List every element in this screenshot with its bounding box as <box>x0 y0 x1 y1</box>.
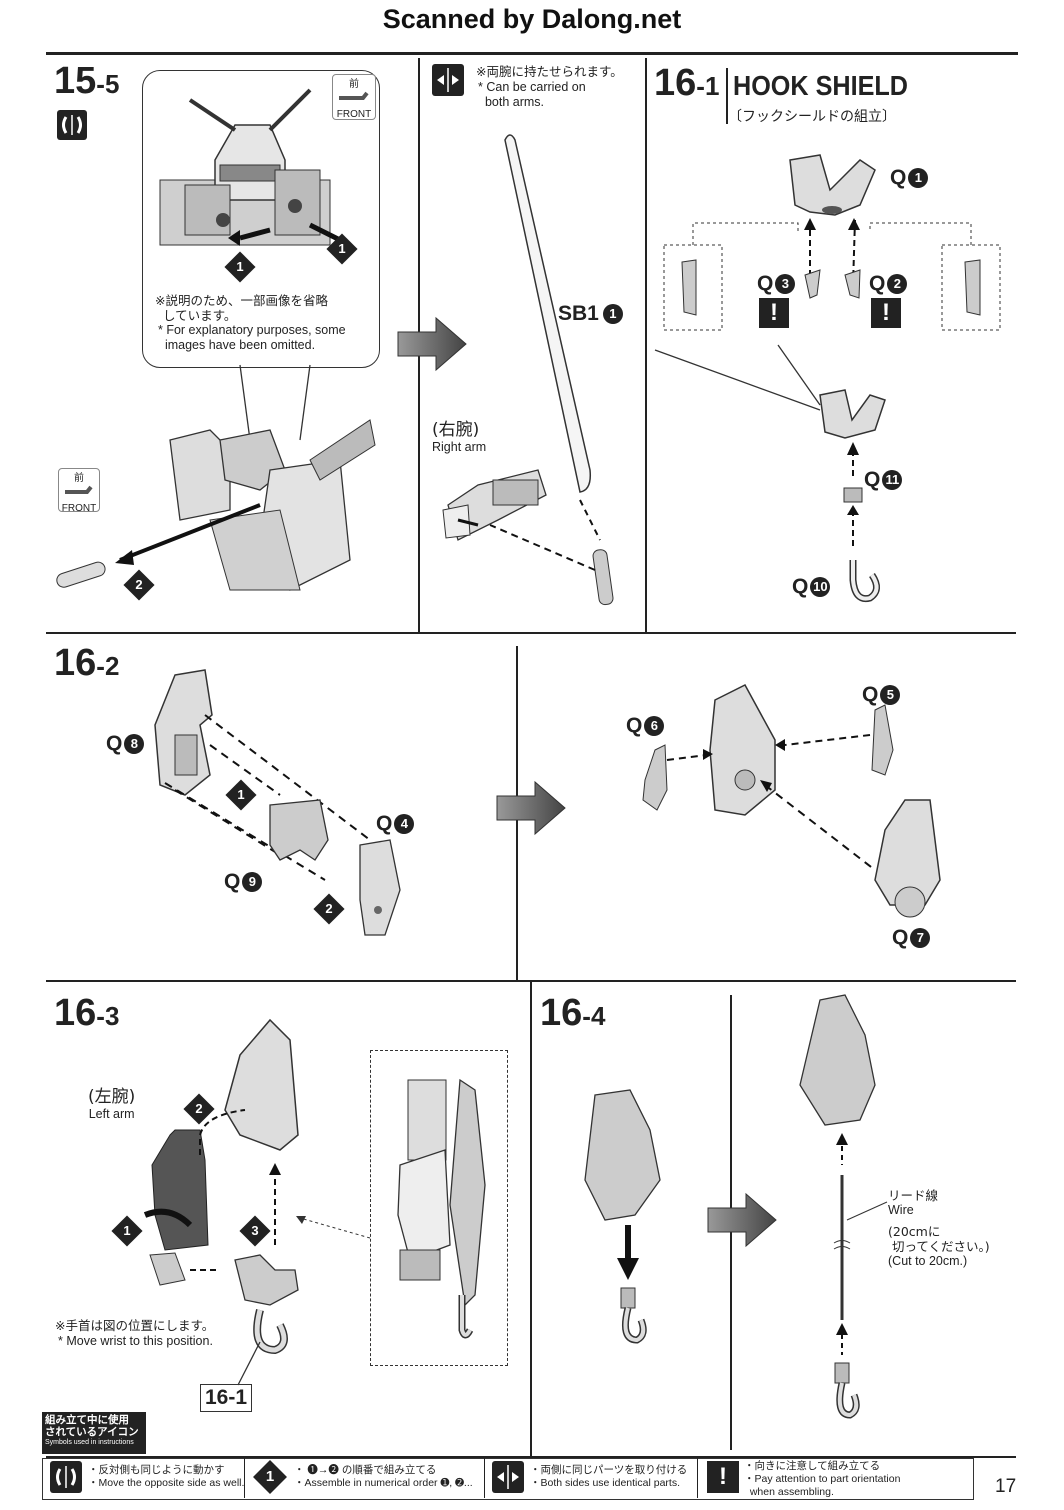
left-arm-label: (左腕) Left arm <box>88 1087 136 1121</box>
carry-note-en: * Can be carried on both arms. <box>478 80 586 109</box>
legend-numerical-order: ・ ➊→➋ の順番で組み立てる・Assemble in numerical or… <box>294 1464 473 1489</box>
step-number-1: 1 <box>326 233 358 265</box>
robot-torso-illustration <box>56 364 376 591</box>
ref-connector-line <box>237 1341 261 1386</box>
step-16-3-title: 16-3 <box>54 992 120 1034</box>
move-opposite-side-icon <box>57 110 87 140</box>
both-sides-icon <box>432 64 464 96</box>
hook-attach-diagram <box>584 1089 661 1344</box>
legend-orientation: ・向きに注意して組み立てる・Pay attention to part orie… <box>744 1460 901 1498</box>
right-arm-label: (右腕) Right arm <box>432 420 487 454</box>
omitted-note-en: * For explanatory purposes, some images … <box>158 323 346 352</box>
numerical-order-icon: 1 <box>253 1460 287 1494</box>
divider <box>697 1458 698 1498</box>
divider <box>46 632 1016 634</box>
front-indicator: 前 FRONT <box>332 74 376 120</box>
divider <box>645 58 647 632</box>
next-step-arrow <box>496 780 566 836</box>
orientation-alert-icon: ! <box>707 1461 739 1493</box>
step-number-1: 1 <box>111 1215 143 1247</box>
step-15-5-title: 15-5 <box>54 60 120 102</box>
step-16-1-title: 16-1 <box>654 62 720 104</box>
omitted-note-jp: ※説明のため、一部画像を省略 しています。 <box>155 293 328 323</box>
step-number-2: 2 <box>183 1093 215 1125</box>
divider <box>484 1458 485 1498</box>
legend-title: 組み立て中に使用 されているアイコン Symbols used in instr… <box>42 1412 146 1454</box>
orientation-alert-icon: ! <box>759 298 789 328</box>
hook-shield-title: HOOK SHIELD <box>733 70 909 101</box>
divider <box>530 982 532 1456</box>
orientation-alert-icon: ! <box>871 298 901 328</box>
page-number: 17 <box>995 1476 1017 1497</box>
front-indicator: 前 FRONT <box>58 468 100 514</box>
right-arm-illustration <box>442 469 547 541</box>
legend-move-opposite: ・反対側も同じように動かす・Move the opposite side as … <box>88 1464 245 1489</box>
beam-saber-illustration <box>489 134 614 606</box>
wire-attach-diagram <box>799 994 876 1419</box>
legend-both-sides: ・両側に同じパーツを取り付ける・Both sides use identical… <box>530 1464 688 1489</box>
step-ref-16-1: 16-1 <box>200 1384 252 1412</box>
shield-body-diagram <box>642 684 941 918</box>
divider <box>46 980 1016 982</box>
carry-note-jp: ※両腕に持たせられます。 <box>476 64 623 79</box>
completed-view-box <box>370 1050 508 1366</box>
step-16-4-title: 16-4 <box>540 992 606 1034</box>
wrist-note-jp: ※手首は図の位置にします。 <box>55 1318 215 1333</box>
move-opposite-side-icon <box>50 1461 82 1493</box>
step-number-1: 1 <box>225 779 257 811</box>
step-number-3: 3 <box>239 1215 271 1247</box>
step-number-2: 2 <box>123 569 155 601</box>
divider <box>244 1458 245 1498</box>
wire-label: リード線 Wire (20cmに 切ってください。) (Cut to 20cm.… <box>888 1188 990 1268</box>
reference-arrow <box>296 1216 371 1239</box>
next-step-arrow <box>707 1192 777 1248</box>
divider <box>46 1456 1016 1458</box>
left-arm-assembly-diagram <box>143 1018 299 1355</box>
title-divider <box>726 68 728 124</box>
legend-row <box>42 1458 974 1500</box>
both-sides-icon <box>492 1461 524 1493</box>
wrist-note-en: * Move wrist to this position. <box>58 1334 213 1348</box>
robot-head-illustration <box>159 88 342 246</box>
shield-subassembly-diagram <box>154 669 401 936</box>
scan-credit: Scanned by Dalong.net <box>382 4 682 34</box>
wire-label-leader <box>846 1201 888 1221</box>
step-16-2-title: 16-2 <box>54 642 120 684</box>
top-rule <box>46 52 1018 55</box>
hook-shield-subtitle: 〔フックシールドの組立〕 <box>728 109 896 125</box>
completed-arm-illustration <box>397 1078 486 1339</box>
next-step-arrow <box>397 316 467 372</box>
hook-shield-parts-diagram <box>654 154 1001 603</box>
step-number-2: 2 <box>313 893 345 925</box>
step-number-1: 1 <box>224 251 256 283</box>
